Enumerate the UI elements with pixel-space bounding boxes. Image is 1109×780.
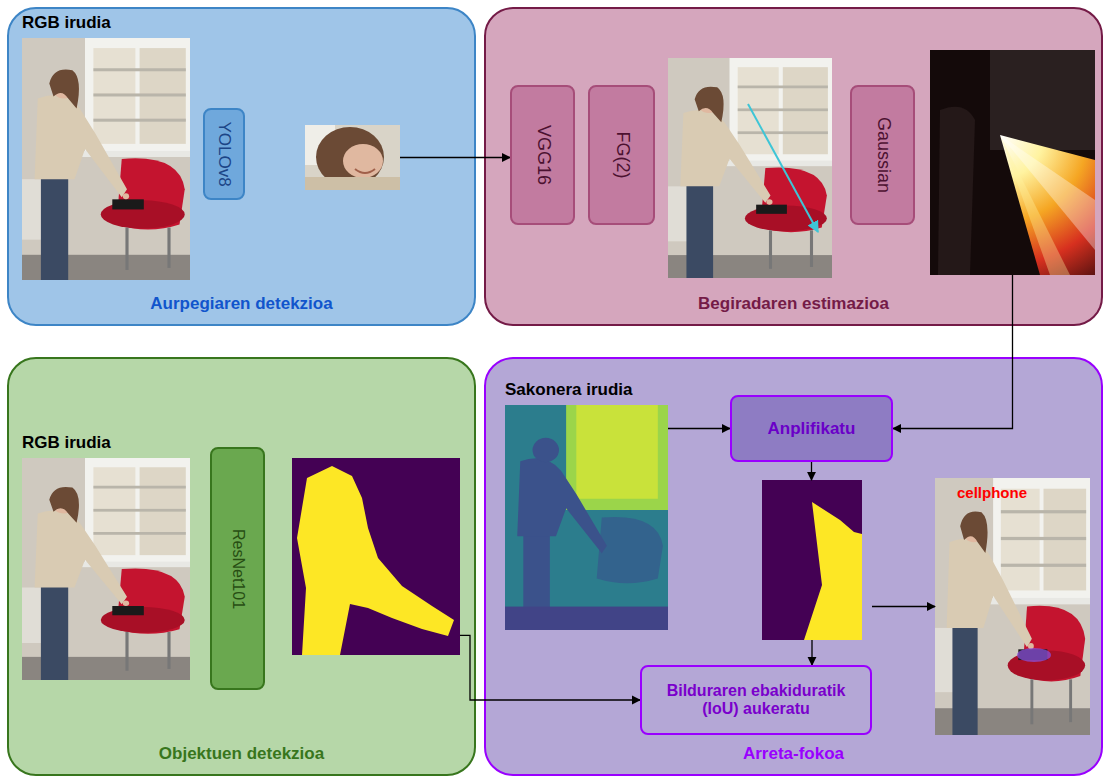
box-label: YOLOv8 <box>214 121 234 186</box>
flow-arrow <box>460 635 640 700</box>
photo-frame <box>668 58 832 278</box>
panel-title: Begiradaren estimazioa <box>698 294 889 314</box>
model-box: ResNet101 <box>210 447 265 690</box>
depth-photo <box>505 405 668 630</box>
object-highlight <box>1017 648 1051 662</box>
panel-title: Objektuen detekzioa <box>159 744 324 764</box>
process-box: Anplifikatu <box>730 395 893 462</box>
object-label: cellphone <box>957 484 1027 501</box>
photo-frame <box>292 458 460 655</box>
photo-frame <box>762 480 862 640</box>
panel-ground <box>485 358 1102 775</box>
rgb-photo <box>22 38 190 280</box>
face-crop <box>305 125 400 190</box>
box-label: ResNet101 <box>229 528 247 608</box>
flow-arrow <box>811 640 812 665</box>
flow-arrow <box>400 157 510 158</box>
box-label: Bilduraren ebakiduratik (IoU) aukeratu <box>650 682 862 718</box>
photo-frame: RGB irudia <box>22 38 190 280</box>
heatmap-ray <box>1000 135 1070 275</box>
amplified-mask <box>762 480 862 640</box>
segmentation-mask <box>292 458 460 655</box>
face-ground <box>305 125 400 190</box>
gaze-photo <box>668 58 832 278</box>
model-box: YOLOv8 <box>203 108 245 200</box>
mask-person <box>297 466 454 655</box>
box-label: FG(2) <box>611 132 632 179</box>
face-smile <box>355 169 375 173</box>
flow-arrow <box>872 606 935 607</box>
mask-region <box>804 502 862 640</box>
mask-ground <box>762 480 862 640</box>
box-label: Anplifikatu <box>768 419 856 439</box>
rgb-photo <box>22 458 190 680</box>
panel-ground <box>8 358 475 775</box>
flow-arrow <box>893 275 1013 429</box>
stage-panel: RGB irudiaYOLOv8Aurpegiaren detekzioa <box>8 8 475 325</box>
photo-frame <box>930 50 1095 275</box>
photo-frame <box>305 125 400 190</box>
heatmap-fan <box>1000 135 1095 275</box>
image-heading: RGB irudia <box>22 13 111 33</box>
stage-panel: RGB irudiaResNet101Objektuen detekzioa <box>8 358 475 775</box>
box-label: VGG16 <box>532 125 553 185</box>
heatmap-ground <box>930 50 1095 275</box>
photo-frame: RGB irudia <box>22 458 190 680</box>
mask-ground <box>292 458 460 655</box>
model-box: Gaussian <box>850 85 915 225</box>
stage-panel: VGG16 FG(2) GaussianBegiradaren estimazioa <box>485 8 1102 325</box>
photo-frame: cellphone <box>935 478 1090 735</box>
result-photo <box>935 478 1090 735</box>
model-box: FG(2) <box>588 85 655 225</box>
heatmap-person-shadow <box>938 107 975 275</box>
gaze-heatmap <box>930 50 1095 275</box>
image-heading: Sakonera irudia <box>505 380 633 400</box>
box-label: Gaussian <box>872 117 893 193</box>
flow-arrow <box>811 462 812 480</box>
panel-title: Arreta-fokoa <box>743 744 844 764</box>
panel-ground <box>485 8 1102 325</box>
process-box: Bilduraren ebakiduratik (IoU) aukeratu <box>640 665 872 735</box>
gaze-arrow <box>748 104 818 232</box>
flow-arrow <box>668 428 730 429</box>
model-box: VGG16 <box>510 85 575 225</box>
face-coat <box>305 177 400 190</box>
image-heading: RGB irudia <box>22 433 111 453</box>
photo-frame: Sakonera irudia <box>505 405 668 630</box>
face-skin <box>343 144 383 178</box>
heatmap-window-shadow <box>990 50 1095 150</box>
panel-title: Aurpegiaren detekzioa <box>150 294 332 314</box>
panel-ground <box>8 8 475 325</box>
stage-panel: Sakonera irudiaAnplifikatuBilduraren eba… <box>485 358 1102 775</box>
